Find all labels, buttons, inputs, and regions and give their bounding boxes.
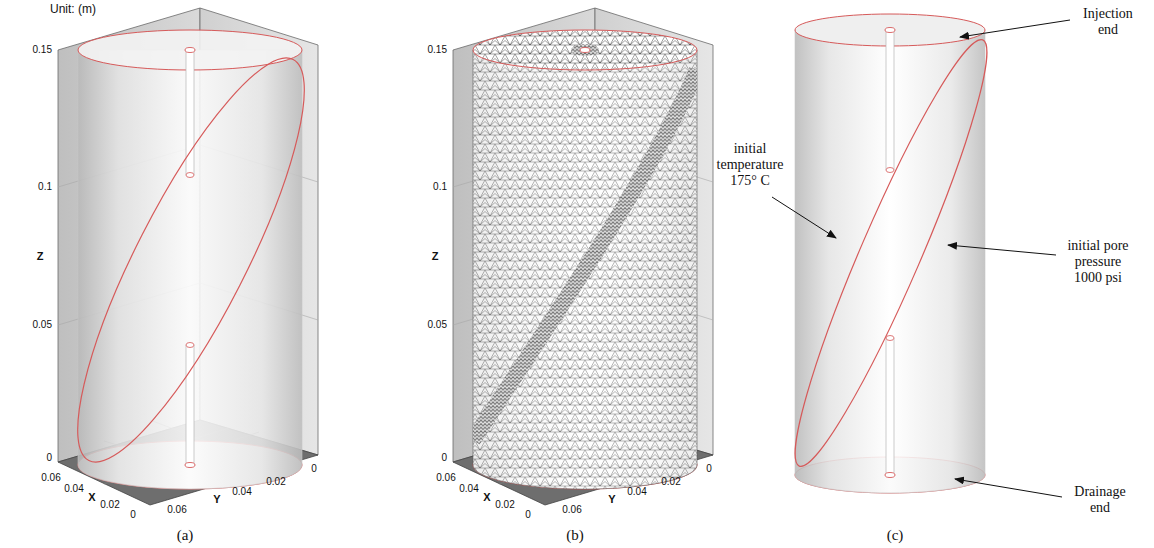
axis-box bbox=[58, 8, 318, 505]
leader-arrow bbox=[948, 245, 1056, 255]
z-tick-label: 0.1 bbox=[38, 181, 52, 193]
well-mouth bbox=[580, 48, 590, 53]
leader-arrow bbox=[960, 20, 1070, 37]
panel-a-plot bbox=[40, 8, 342, 505]
panel-caption: (a) bbox=[177, 527, 194, 544]
x-tick-label: 0.04 bbox=[459, 483, 478, 495]
drainage-well bbox=[886, 338, 894, 475]
z-tick-label: 0.15 bbox=[33, 44, 52, 56]
axis-name: Y bbox=[608, 493, 615, 506]
leader-arrow bbox=[772, 197, 836, 238]
boundary-annotation: Injection end bbox=[1075, 6, 1141, 38]
meshed-cylinder bbox=[473, 50, 697, 489]
y-tick-label: 0.02 bbox=[661, 476, 680, 488]
well-end bbox=[886, 336, 894, 341]
well-mouth bbox=[185, 48, 195, 53]
axis-box bbox=[453, 8, 713, 505]
well-mouth bbox=[885, 473, 895, 478]
fracture-plane bbox=[40, 35, 342, 486]
x-tick-label: 0.06 bbox=[41, 472, 60, 484]
well-mouth bbox=[885, 28, 895, 33]
axis-name: X bbox=[88, 491, 95, 504]
z-tick-label: 0.05 bbox=[33, 319, 52, 331]
axis-name: Z bbox=[37, 250, 44, 263]
well-end bbox=[186, 343, 194, 348]
drainage-well bbox=[186, 345, 194, 465]
unit-note: Unit: (m) bbox=[50, 3, 96, 17]
refined-mesh-well bbox=[571, 44, 599, 56]
leader-arrow bbox=[955, 479, 1062, 497]
core-cylinder bbox=[795, 30, 985, 493]
y-tick-label: 0.04 bbox=[627, 486, 646, 498]
panel-caption: (b) bbox=[566, 527, 584, 544]
axis-name: Z bbox=[432, 250, 439, 263]
boundary-annotation: Drainage end bbox=[1067, 484, 1133, 516]
axis-name: Y bbox=[213, 493, 220, 506]
y-tick-label: 0.06 bbox=[167, 504, 186, 516]
z-tick-label: 0.1 bbox=[433, 181, 447, 193]
y-tick-label: 0.02 bbox=[266, 476, 285, 488]
condition-annotation: initial pore pressure 1000 psi bbox=[1062, 238, 1134, 286]
x-tick-label: 0.02 bbox=[495, 499, 514, 511]
panel-c-conditions bbox=[772, 14, 1070, 497]
x-tick-label: 0.02 bbox=[100, 499, 119, 511]
y-tick-label: 0.04 bbox=[232, 486, 251, 498]
condition-annotation: initial temperature 175° C bbox=[704, 141, 796, 189]
z-tick-label: 0.05 bbox=[428, 319, 447, 331]
fracture-plane bbox=[772, 28, 1011, 478]
well-mouth bbox=[185, 463, 195, 468]
cylinder-top bbox=[473, 30, 697, 70]
x-tick-label: 0 bbox=[130, 509, 136, 521]
refined-mesh-band bbox=[473, 70, 697, 440]
x-tick-label: 0.06 bbox=[436, 472, 455, 484]
z-tick-label: 0.15 bbox=[428, 44, 447, 56]
x-tick-label: 0 bbox=[525, 509, 531, 521]
y-tick-label: 0.06 bbox=[562, 504, 581, 516]
x-tick-label: 0.04 bbox=[64, 483, 83, 495]
panel-b-mesh bbox=[453, 8, 713, 505]
panel-caption: (c) bbox=[887, 527, 904, 544]
well-end bbox=[186, 173, 194, 178]
well-end bbox=[886, 168, 894, 173]
injection-well bbox=[886, 30, 894, 170]
z-tick-label: 0 bbox=[441, 452, 447, 464]
core-cylinder bbox=[78, 50, 302, 489]
y-tick-label: 0 bbox=[311, 463, 317, 475]
y-tick-label: 0 bbox=[706, 463, 712, 475]
axis-name: X bbox=[483, 491, 490, 504]
z-tick-label: 0 bbox=[46, 452, 52, 464]
mesh-shading bbox=[473, 50, 697, 489]
fracture-refinement bbox=[473, 70, 697, 440]
